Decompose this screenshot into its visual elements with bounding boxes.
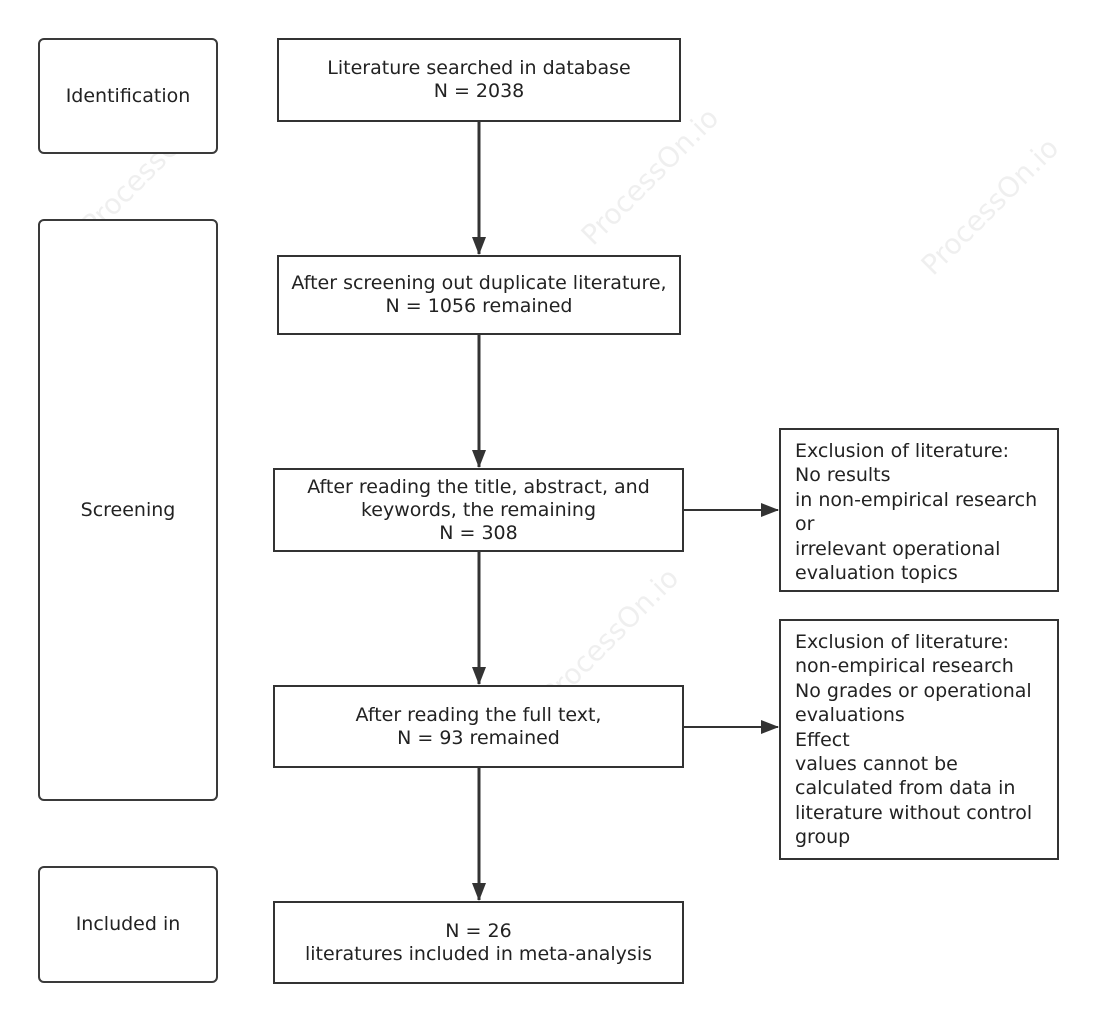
stage-included-label: Included in — [75, 913, 181, 935]
exclusion-2-line: evaluations — [795, 704, 905, 727]
exclusion-2-line: calculated from data in — [795, 777, 1016, 800]
exclusion-1-line: in non-empirical research — [795, 488, 1038, 511]
step-search-text: Literature searched in database — [327, 57, 631, 79]
exclusion-2-line: group — [795, 826, 851, 849]
exclusion-1-line: Exclusion of literature: — [795, 440, 1010, 462]
step-title-abstract-count: N = 308 — [439, 521, 518, 544]
watermark: ProcessOn.io — [914, 131, 1066, 282]
exclusion-2-line: Effect — [795, 728, 850, 751]
exclusion-2-line: Exclusion of literature: — [795, 631, 1010, 653]
stage-screening: Screening — [38, 219, 218, 801]
exclusion-2-line: No grades or operational — [795, 679, 1032, 702]
watermark: ProcessOn.io — [574, 101, 726, 252]
exclusion-box-1: Exclusion of literature: No results in n… — [779, 428, 1059, 592]
exclusion-2-line: values cannot be — [795, 753, 958, 776]
exclusion-2-line: literature without control — [795, 801, 1033, 824]
exclusion-1-line: irrelevant operational — [795, 537, 1001, 560]
stage-identification-label: Identification — [65, 84, 191, 107]
exclusion-2-line: non-empirical research — [795, 655, 1014, 678]
step-full-text-text: After reading the full text, — [355, 703, 602, 726]
exclusion-1-line: or — [795, 513, 815, 536]
step-title-abstract: After reading the title, abstract, and k… — [273, 468, 684, 552]
step-included-text: literatures included in meta-analysis — [304, 942, 653, 965]
step-duplicates-text: After screening out duplicate literature… — [291, 272, 667, 294]
step-duplicates: After screening out duplicate literature… — [277, 255, 681, 335]
step-included-count: N = 26 — [445, 919, 512, 942]
step-title-abstract-text-2: keywords, the remaining — [360, 498, 597, 521]
exclusion-1-line: evaluation topics — [795, 562, 958, 585]
stage-identification: Identification — [38, 38, 218, 154]
stage-screening-label: Screening — [80, 498, 176, 521]
stage-included: Included in — [38, 866, 218, 983]
exclusion-box-2: Exclusion of literature: non-empirical r… — [779, 619, 1059, 860]
step-included: N = 26 literatures included in meta-anal… — [273, 901, 684, 984]
step-full-text-count: N = 93 remained — [397, 726, 560, 749]
step-duplicates-count: N = 1056 remained — [385, 295, 573, 317]
step-search-count: N = 2038 — [433, 80, 525, 102]
step-title-abstract-text-1: After reading the title, abstract, and — [307, 475, 650, 498]
exclusion-1-line: No results — [795, 464, 891, 487]
step-search: Literature searched in database N = 2038 — [277, 38, 681, 122]
step-full-text: After reading the full text, N = 93 rema… — [273, 685, 684, 768]
